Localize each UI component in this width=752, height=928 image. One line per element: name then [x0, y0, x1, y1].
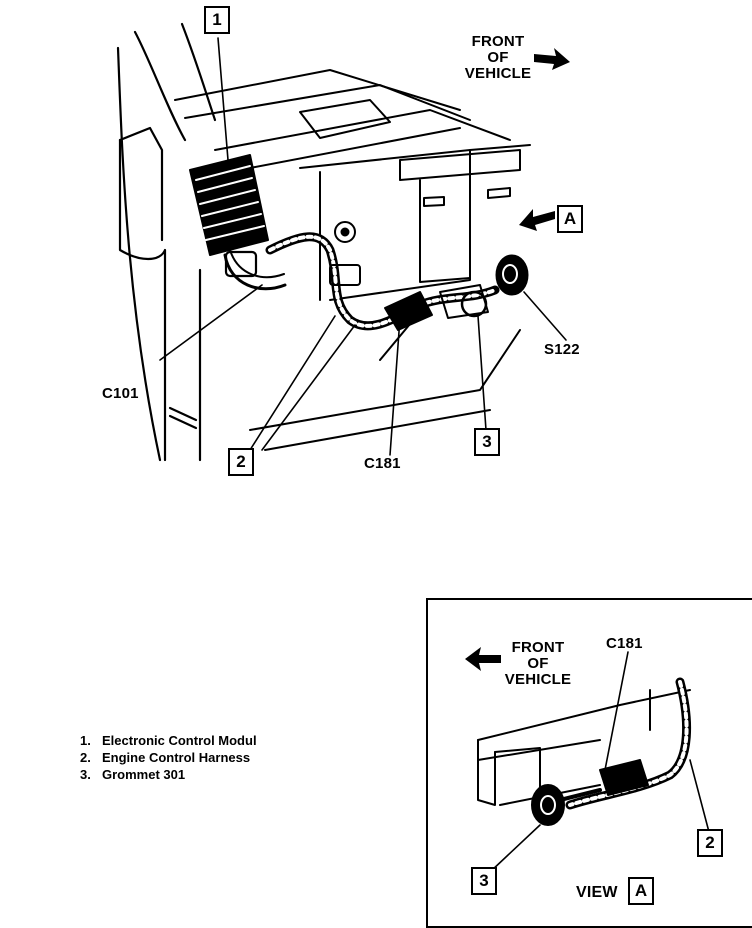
- view-word: VIEW: [576, 884, 618, 901]
- legend-item: 3. Grommet 301: [80, 766, 257, 783]
- c101-label: C101: [102, 385, 139, 402]
- inset-front-word: FRONT: [511, 639, 565, 656]
- view-a-callout: A: [557, 205, 583, 233]
- callout-2-harness: 2: [228, 448, 254, 476]
- ecm-module-drawing: [189, 154, 287, 291]
- legend-number: 2.: [80, 750, 91, 765]
- legend-text: Engine Control Harness: [102, 750, 251, 765]
- arrow-left-icon: [465, 647, 501, 671]
- inset-of-word: OF: [527, 655, 549, 672]
- legend-item: 1. Electronic Control Modul: [80, 732, 257, 749]
- fender-panel: [116, 22, 217, 462]
- inset-drawing: [477, 677, 691, 826]
- inset-c181-label: C181: [606, 635, 643, 652]
- legend-number: 3.: [80, 767, 91, 782]
- harness-drawing: [265, 221, 500, 331]
- inset-vehicle-word: VEHICLE: [504, 671, 572, 688]
- arrow-right-icon: [534, 48, 570, 70]
- legend-text: Grommet 301: [102, 767, 186, 782]
- s122-label: S122: [544, 341, 580, 358]
- front-of-vehicle-label: FRONT OF VEHICLE: [458, 34, 538, 82]
- c181-label: C181: [364, 455, 401, 472]
- arrow-down-left-icon: [519, 209, 555, 231]
- s122-splice-drawing: [495, 254, 529, 296]
- legend-text: Electronic Control Modul: [102, 733, 257, 748]
- legend-number: 1.: [80, 733, 91, 748]
- callout-3-grommet: 3: [474, 428, 500, 456]
- vehicle-word: VEHICLE: [464, 65, 532, 82]
- view-a-caption: VIEW: [576, 880, 618, 906]
- inset-view-a-callout: A: [628, 877, 654, 905]
- inset-callout-2: 2: [697, 829, 723, 857]
- of-word: OF: [487, 49, 509, 66]
- front-word: FRONT: [471, 33, 525, 50]
- leader-lines: [159, 37, 567, 456]
- callout-1-ecm: 1: [204, 6, 230, 34]
- cowl-panel: [174, 69, 531, 451]
- legend-item: 2. Engine Control Harness: [80, 749, 257, 766]
- inset-leader-lines: [489, 651, 710, 873]
- inset-front-of-vehicle-label: FRONT OF VEHICLE: [498, 640, 578, 688]
- inset-callout-3: 3: [471, 867, 497, 895]
- legend-list: 1. Electronic Control Modul 2. Engine Cont…: [80, 732, 257, 783]
